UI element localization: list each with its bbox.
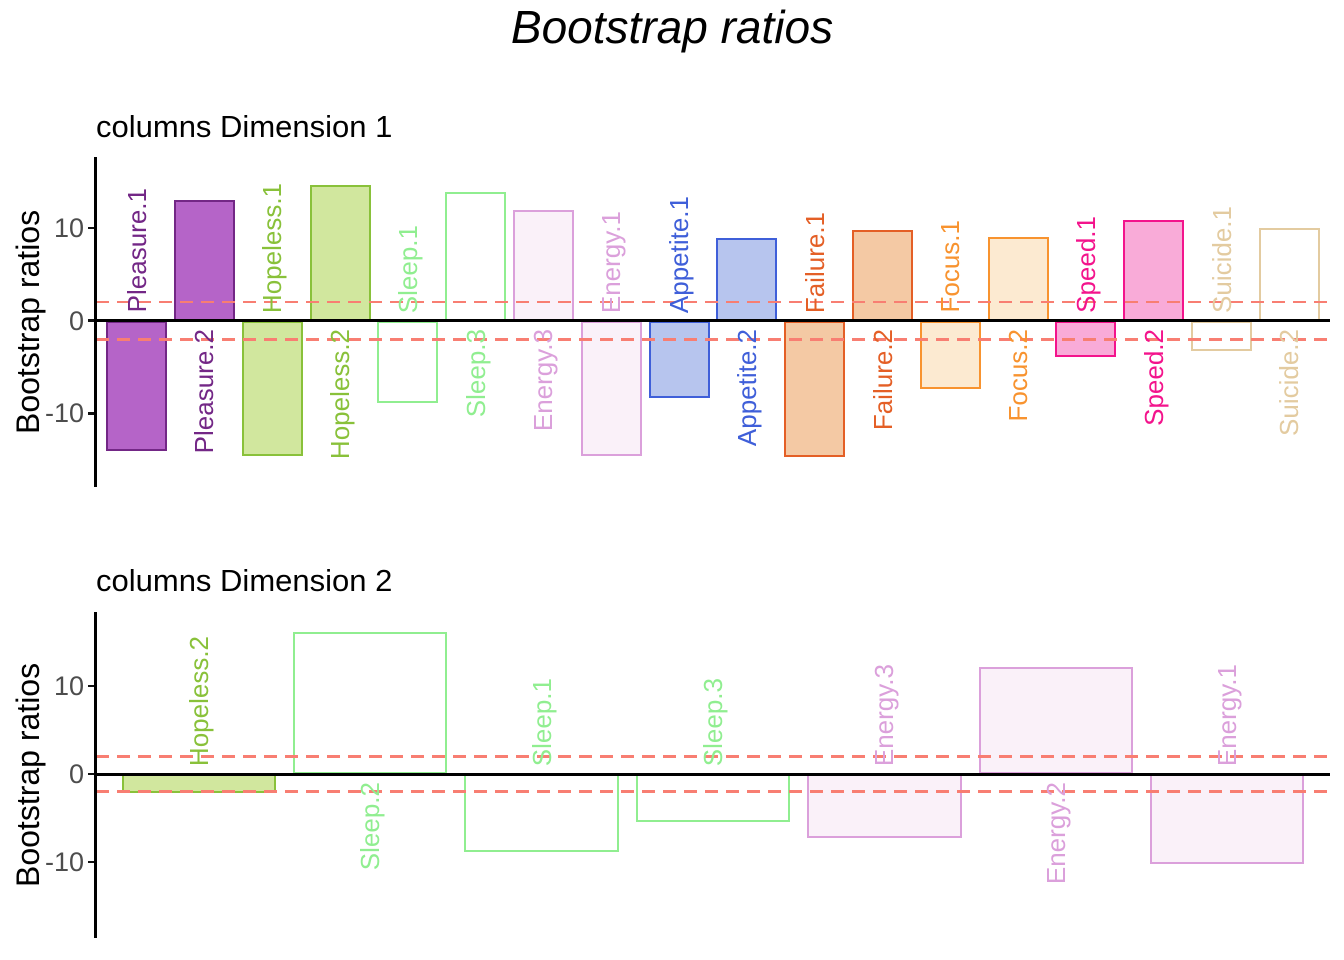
bar-label-Hopeless.2: Hopeless.2 bbox=[183, 635, 214, 766]
bar-Energy.3 bbox=[512, 210, 574, 321]
bar-label-Sleep.3: Sleep.3 bbox=[460, 328, 491, 417]
threshold-line-minus2 bbox=[96, 337, 1330, 341]
bar-label-Focus.1: Focus.1 bbox=[935, 220, 966, 313]
bar-label-Sleep.3: Sleep.3 bbox=[698, 677, 728, 766]
bar-label-Suicide.1: Suicide.1 bbox=[1206, 205, 1237, 313]
bar-Hopeless.2 bbox=[309, 185, 371, 321]
figure-title: Bootstrap ratios bbox=[510, 1, 834, 53]
y-tick-mark-10 bbox=[88, 226, 96, 230]
panel-title-dimension-2: columns Dimension 2 bbox=[96, 563, 393, 598]
bar-Sleep.3 bbox=[635, 774, 791, 823]
y-tick-label--10: -10 bbox=[44, 846, 84, 877]
bar-label-Sleep.1: Sleep.1 bbox=[392, 224, 423, 313]
bar-label-Energy.1: Energy.1 bbox=[596, 210, 627, 313]
bar-label-Failure.1: Failure.1 bbox=[799, 211, 830, 313]
y-axis-line bbox=[94, 157, 97, 487]
bar-Suicide.2 bbox=[1258, 227, 1320, 321]
y-tick-label-10: 10 bbox=[53, 671, 84, 702]
bar-Sleep.2 bbox=[293, 631, 448, 774]
bar-label-Appetite.1: Appetite.1 bbox=[664, 195, 695, 313]
bar-label-Sleep.2: Sleep.2 bbox=[355, 782, 386, 871]
threshold-line-plus2 bbox=[96, 755, 1330, 758]
bar-Focus.1 bbox=[919, 320, 981, 390]
y-tick-mark--10 bbox=[88, 412, 96, 415]
y-tick-label-0: 0 bbox=[68, 759, 84, 789]
zero-line bbox=[96, 772, 1330, 776]
bar-Sleep.3 bbox=[445, 191, 507, 321]
bar-Appetite.2 bbox=[716, 238, 778, 321]
bar-Speed.2 bbox=[1123, 219, 1185, 321]
bar-label-Energy.3: Energy.3 bbox=[869, 663, 900, 766]
bar-label-Hopeless.2: Hopeless.2 bbox=[325, 328, 356, 459]
bar-label-Hopeless.1: Hopeless.1 bbox=[257, 182, 288, 313]
y-tick-label-0: 0 bbox=[68, 305, 84, 336]
bar-Energy.1 bbox=[1150, 774, 1305, 865]
bar-Failure.1 bbox=[784, 320, 846, 458]
bar-Hopeless.1 bbox=[241, 320, 303, 457]
y-tick-label-10: 10 bbox=[53, 212, 84, 243]
bar-Energy.3 bbox=[807, 774, 962, 839]
bar-Sleep.1 bbox=[464, 774, 619, 853]
bar-Appetite.1 bbox=[648, 320, 710, 398]
y-tick-label--10: -10 bbox=[44, 398, 84, 429]
bar-label-Speed.1: Speed.1 bbox=[1070, 215, 1101, 313]
bar-label-Suicide.2: Suicide.2 bbox=[1274, 328, 1305, 436]
y-tick-mark-10 bbox=[88, 684, 96, 688]
bar-label-Failure.2: Failure.2 bbox=[867, 328, 898, 430]
y-tick-mark-0 bbox=[88, 319, 96, 322]
bar-Energy.2 bbox=[978, 666, 1133, 774]
bar-label-Sleep.1: Sleep.1 bbox=[526, 677, 557, 766]
threshold-line-plus2 bbox=[96, 300, 1330, 304]
y-tick-mark--10 bbox=[88, 860, 96, 864]
bar-label-Pleasure.1: Pleasure.1 bbox=[121, 188, 152, 313]
bar-label-Energy.1: Energy.1 bbox=[1212, 663, 1243, 766]
bar-Sleep.1 bbox=[377, 320, 439, 404]
panel-title-dimension-1: columns Dimension 1 bbox=[96, 109, 393, 144]
bar-Focus.2 bbox=[987, 237, 1049, 321]
bar-Suicide.1 bbox=[1191, 320, 1253, 352]
bar-label-Energy.3: Energy.3 bbox=[528, 328, 559, 431]
zero-line bbox=[96, 319, 1330, 323]
threshold-line-minus2 bbox=[96, 790, 1330, 793]
bar-label-Speed.2: Speed.2 bbox=[1138, 328, 1169, 426]
bar-label-Energy.2: Energy.2 bbox=[1040, 782, 1071, 885]
bar-Energy.1 bbox=[580, 320, 642, 457]
y-axis-line bbox=[94, 612, 97, 938]
bar-Failure.2 bbox=[851, 229, 913, 321]
y-tick-mark-0 bbox=[88, 772, 96, 776]
bar-label-Focus.2: Focus.2 bbox=[1003, 328, 1034, 422]
bar-label-Pleasure.2: Pleasure.2 bbox=[189, 328, 220, 453]
bar-label-Appetite.2: Appetite.2 bbox=[731, 328, 762, 446]
